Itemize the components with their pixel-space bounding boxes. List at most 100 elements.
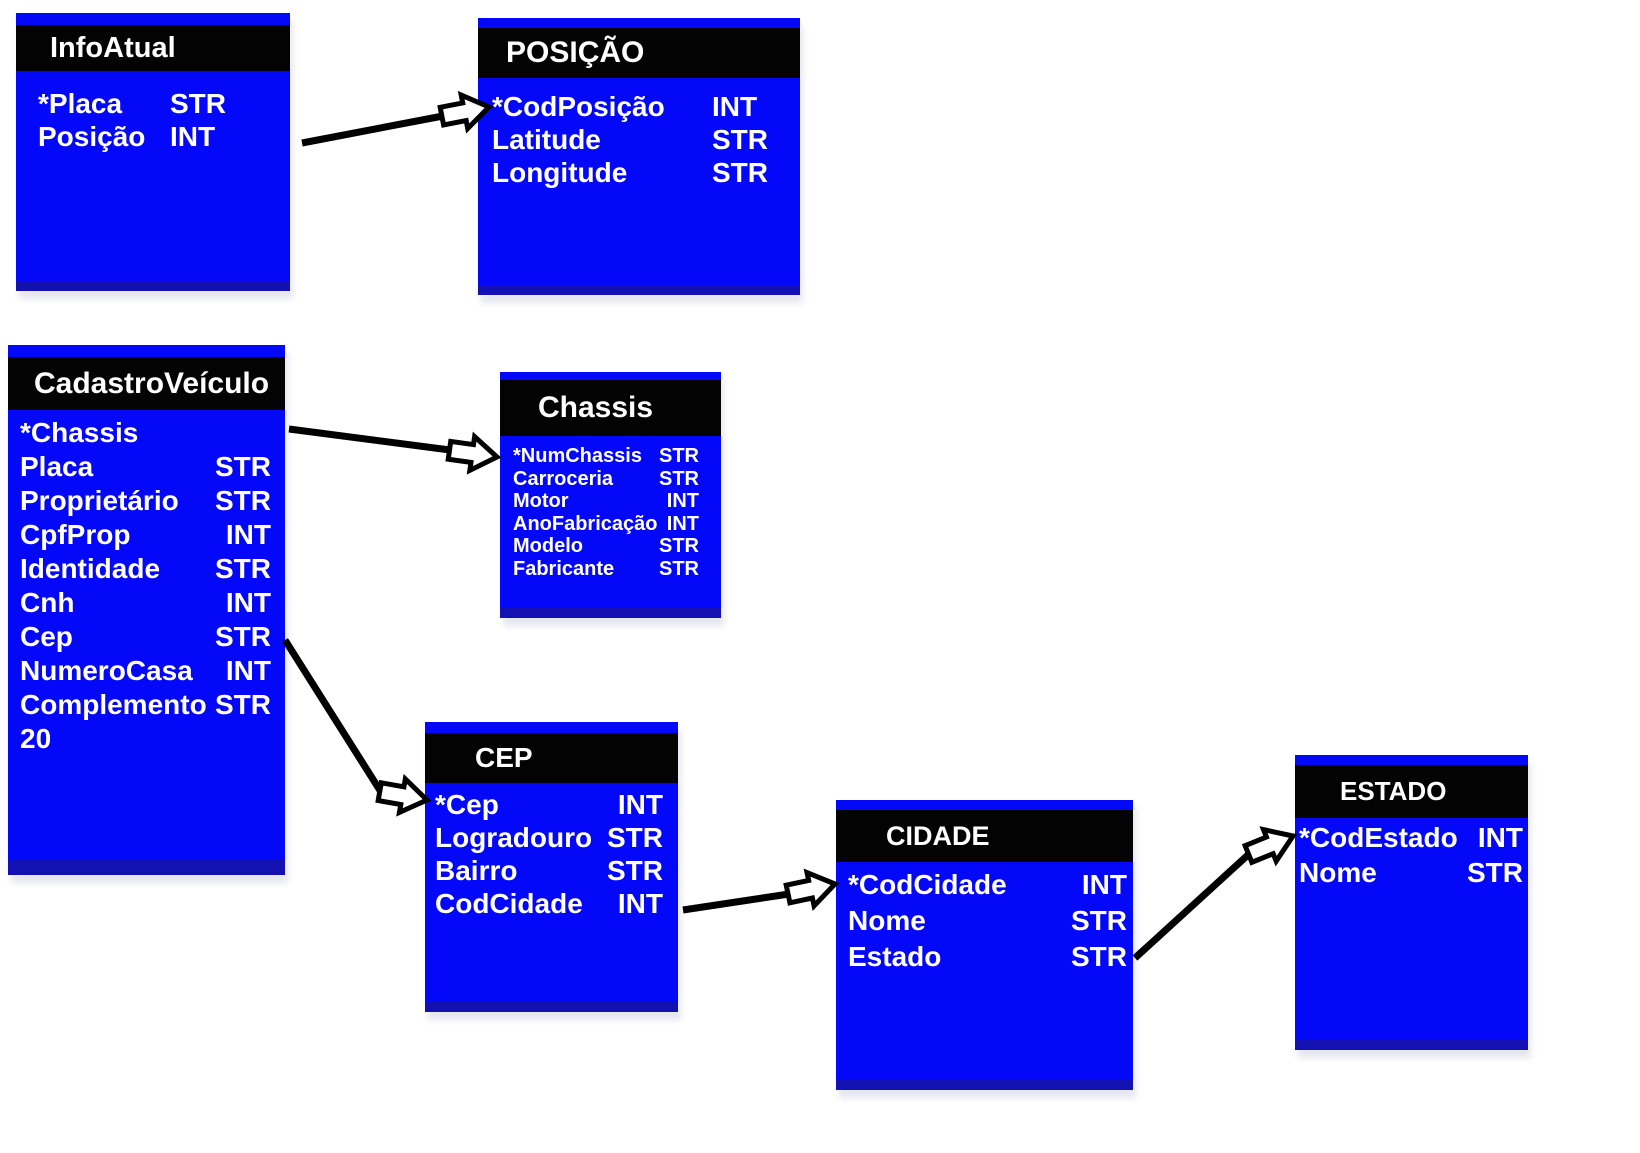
field-list: *Chassis Placa STR Proprietário STR CpfP… xyxy=(8,416,285,756)
field-name: Cnh xyxy=(20,587,75,618)
table-header: Chassis xyxy=(500,380,721,436)
field-type: INT xyxy=(666,490,699,512)
field-name: Proprietário xyxy=(20,485,179,516)
field-row: Bairro STR xyxy=(425,854,678,887)
field-name: Motor xyxy=(513,490,569,512)
field-type: STR xyxy=(1467,856,1523,888)
table-title: Chassis xyxy=(538,391,654,424)
field-type: STR xyxy=(215,621,271,652)
field-type: INT xyxy=(666,512,699,535)
field-row: Nome STR xyxy=(836,903,1133,939)
entity-table-cep: CEP *Cep INT Logradouro STR Bairro STR C… xyxy=(425,722,678,1012)
field-name: Placa xyxy=(20,451,94,482)
field-row: Modelo STR xyxy=(500,535,721,558)
field-row: *CodCidade INT xyxy=(836,867,1133,903)
field-type: INT xyxy=(1477,821,1523,853)
field-type: STR xyxy=(607,821,663,853)
field-row: CodCidade INT xyxy=(425,887,678,920)
field-type: INT xyxy=(225,655,271,686)
table-header: ESTADO xyxy=(1295,765,1528,818)
field-name: NumeroCasa xyxy=(20,655,193,686)
arrow-cidade-to-estado xyxy=(1132,826,1298,961)
field-name: Identidade xyxy=(20,553,161,584)
field-type: STR xyxy=(659,557,699,580)
table-title: CEP xyxy=(475,742,533,773)
entity-table-cadastroveiculo: CadastroVeículo *Chassis Placa STR Propr… xyxy=(8,345,285,875)
field-type: STR xyxy=(659,445,699,467)
table-title: POSIÇÃO xyxy=(506,36,645,69)
field-row: *CodPosição INT xyxy=(478,90,800,123)
field-name: 20 xyxy=(20,723,52,754)
field-name: *Placa xyxy=(38,87,123,119)
field-row: *Chassis xyxy=(8,416,285,450)
field-name: *CodCidade xyxy=(848,869,1007,900)
table-title: ESTADO xyxy=(1340,776,1447,806)
field-name: Bairro xyxy=(435,854,518,886)
table-title: CIDADE xyxy=(886,820,990,851)
field-name: Nome xyxy=(848,905,926,936)
arrow-cep-to-cidade xyxy=(682,868,840,914)
field-row: Cnh INT xyxy=(8,586,285,620)
field-row: Complemento STR xyxy=(8,688,285,722)
entity-table-posicao: POSIÇÃO *CodPosição INT Latitude STR Lon… xyxy=(478,18,800,295)
entity-table-chassis: Chassis *NumChassis STR Carroceria STR M… xyxy=(500,372,721,618)
field-row: Cep STR xyxy=(8,620,285,654)
field-type: INT xyxy=(617,887,663,919)
field-name: AnoFabricação xyxy=(513,512,658,535)
arrow-cadastroveiculo-to-chassis xyxy=(288,425,502,475)
field-row: 20 xyxy=(8,722,285,756)
field-type: STR xyxy=(1071,905,1127,936)
field-row: Placa STR xyxy=(8,450,285,484)
field-name: Complemento xyxy=(20,689,207,720)
field-name: Modelo xyxy=(513,535,583,557)
field-list: *Placa STR Posição INT xyxy=(16,87,290,153)
field-type: STR xyxy=(712,123,768,155)
field-type: STR xyxy=(215,689,271,720)
field-row: *Placa STR xyxy=(16,87,290,120)
field-row: Logradouro STR xyxy=(425,821,678,854)
field-type: STR xyxy=(607,854,663,886)
field-row: Longitude STR xyxy=(478,156,800,189)
field-name: Longitude xyxy=(492,156,628,188)
field-type: INT xyxy=(712,90,758,122)
field-row: CpfProp INT xyxy=(8,518,285,552)
field-name: *CodPosição xyxy=(492,90,665,122)
field-name: Nome xyxy=(1299,856,1377,888)
field-name: Latitude xyxy=(492,123,601,155)
field-row: Motor INT xyxy=(500,490,721,513)
field-list: *CodPosição INT Latitude STR Longitude S… xyxy=(478,90,800,189)
field-list: *CodCidade INT Nome STR Estado STR xyxy=(836,867,1133,975)
field-row: *CodEstado INT xyxy=(1295,820,1528,855)
field-type: INT xyxy=(225,519,271,550)
field-list: *Cep INT Logradouro STR Bairro STR CodCi… xyxy=(425,788,678,920)
field-list: *CodEstado INT Nome STR xyxy=(1295,820,1528,890)
field-row: Fabricante STR xyxy=(500,558,721,581)
field-name: *NumChassis xyxy=(513,445,642,467)
field-type: INT xyxy=(617,788,663,820)
field-name: *CodEstado xyxy=(1299,821,1458,853)
field-type: STR xyxy=(1071,941,1127,972)
entity-table-infoatual: InfoAtual *Placa STR Posição INT xyxy=(16,13,290,291)
table-header: CadastroVeículo xyxy=(8,357,285,410)
field-type: STR xyxy=(659,467,699,490)
table-title: InfoAtual xyxy=(50,31,176,64)
field-row: Carroceria STR xyxy=(500,468,721,491)
field-name: Estado xyxy=(848,941,942,972)
field-list: *NumChassis STR Carroceria STR Motor INT… xyxy=(500,445,721,580)
arrow-infoatual-to-posicao xyxy=(301,90,494,147)
field-name: *Cep xyxy=(435,788,499,820)
field-row: Nome STR xyxy=(1295,855,1528,890)
field-row: Posição INT xyxy=(16,120,290,153)
field-row: *NumChassis STR xyxy=(500,445,721,468)
field-row: NumeroCasa INT xyxy=(8,654,285,688)
field-type: INT xyxy=(225,587,271,618)
field-row: Identidade STR xyxy=(8,552,285,586)
field-name: Cep xyxy=(20,621,73,652)
table-header: InfoAtual xyxy=(16,25,290,71)
field-type: STR xyxy=(215,485,271,516)
field-type: INT xyxy=(170,120,216,152)
arrow-cadastroveiculo-to-cep xyxy=(282,638,432,817)
field-row: Latitude STR xyxy=(478,123,800,156)
field-row: Estado STR xyxy=(836,939,1133,975)
field-row: AnoFabricação INT xyxy=(500,513,721,536)
